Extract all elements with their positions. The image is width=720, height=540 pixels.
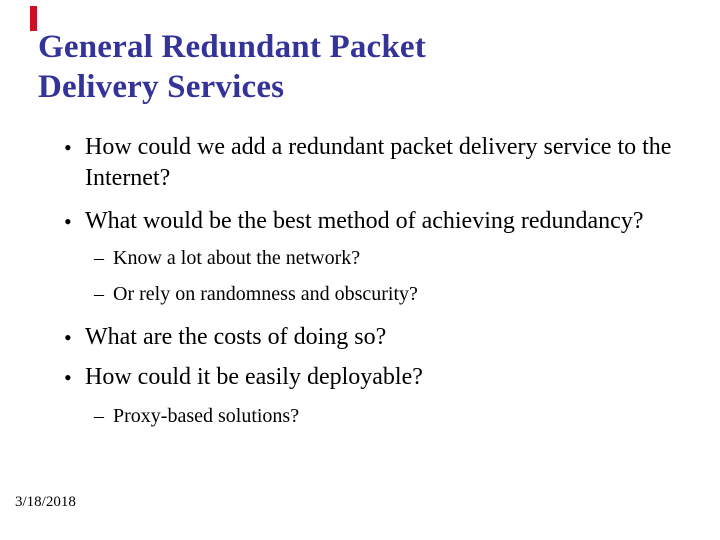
red-accent-bar bbox=[30, 6, 37, 31]
bullet-text: Proxy-based solutions? bbox=[113, 405, 300, 427]
slide-date: 3/18/2018 bbox=[15, 494, 76, 510]
bullet-item: • What are the costs of doing so? bbox=[0, 322, 700, 353]
dash-marker: – bbox=[94, 247, 104, 269]
bullet-text: What are the costs of doing so? bbox=[85, 324, 387, 350]
bullet-text: What would be the best method of achievi… bbox=[85, 208, 644, 234]
bullet-text: Or rely on randomness and obscurity? bbox=[113, 283, 418, 305]
bullet-item: • What would be the best method of achie… bbox=[0, 206, 700, 237]
sub-bullet-item: – Or rely on randomness and obscurity? bbox=[0, 281, 700, 308]
bullet-marker: • bbox=[64, 325, 72, 350]
bullet-marker: • bbox=[64, 365, 72, 390]
bullet-item: • How could we add a redundant packet de… bbox=[0, 132, 700, 194]
bullet-list: • How could we add a redundant packet de… bbox=[0, 132, 700, 430]
bullet-marker: • bbox=[64, 135, 72, 160]
dash-marker: – bbox=[94, 405, 104, 427]
slide-title: General Redundant Packet Delivery Servic… bbox=[38, 29, 426, 105]
bullet-text: How could we add a redundant packet deli… bbox=[85, 134, 672, 191]
bullet-item: • How could it be easily deployable? bbox=[0, 362, 700, 393]
bullet-text: Know a lot about the network? bbox=[113, 247, 361, 269]
sub-bullet-item: – Proxy-based solutions? bbox=[0, 403, 700, 430]
dash-marker: – bbox=[94, 283, 104, 305]
sub-bullet-item: – Know a lot about the network? bbox=[0, 245, 700, 272]
bullet-text: How could it be easily deployable? bbox=[85, 364, 423, 390]
bullet-marker: • bbox=[64, 209, 72, 234]
